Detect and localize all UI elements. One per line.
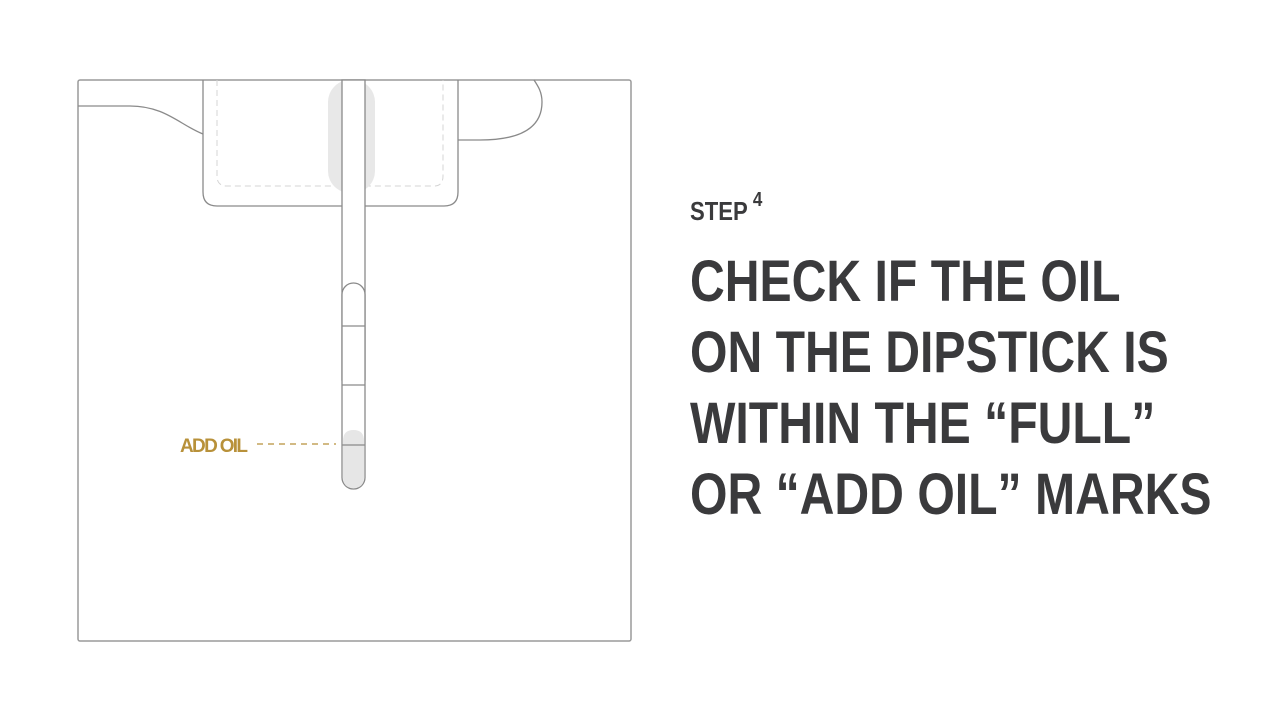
headline-line: OR “ADD OIL” MARKS xyxy=(690,462,1212,527)
add-oil-label: ADD OIL xyxy=(180,436,248,457)
headline-line: ON THE DIPSTICK IS xyxy=(690,320,1169,385)
engine-outline-right xyxy=(458,79,543,141)
step-text: STEP xyxy=(690,196,748,226)
headline-line: WITHIN THE “FULL” xyxy=(690,391,1156,456)
oil-level xyxy=(343,430,364,488)
engine-outline-left xyxy=(78,105,204,135)
instruction-headline: CHECK IF THE OIL ON THE DIPSTICK IS WITH… xyxy=(690,246,1212,530)
housing-dashed-inner xyxy=(216,80,444,187)
dipstick-housing xyxy=(202,80,459,207)
headline-line: CHECK IF THE OIL xyxy=(690,249,1121,314)
step-number: 4 xyxy=(752,189,763,211)
